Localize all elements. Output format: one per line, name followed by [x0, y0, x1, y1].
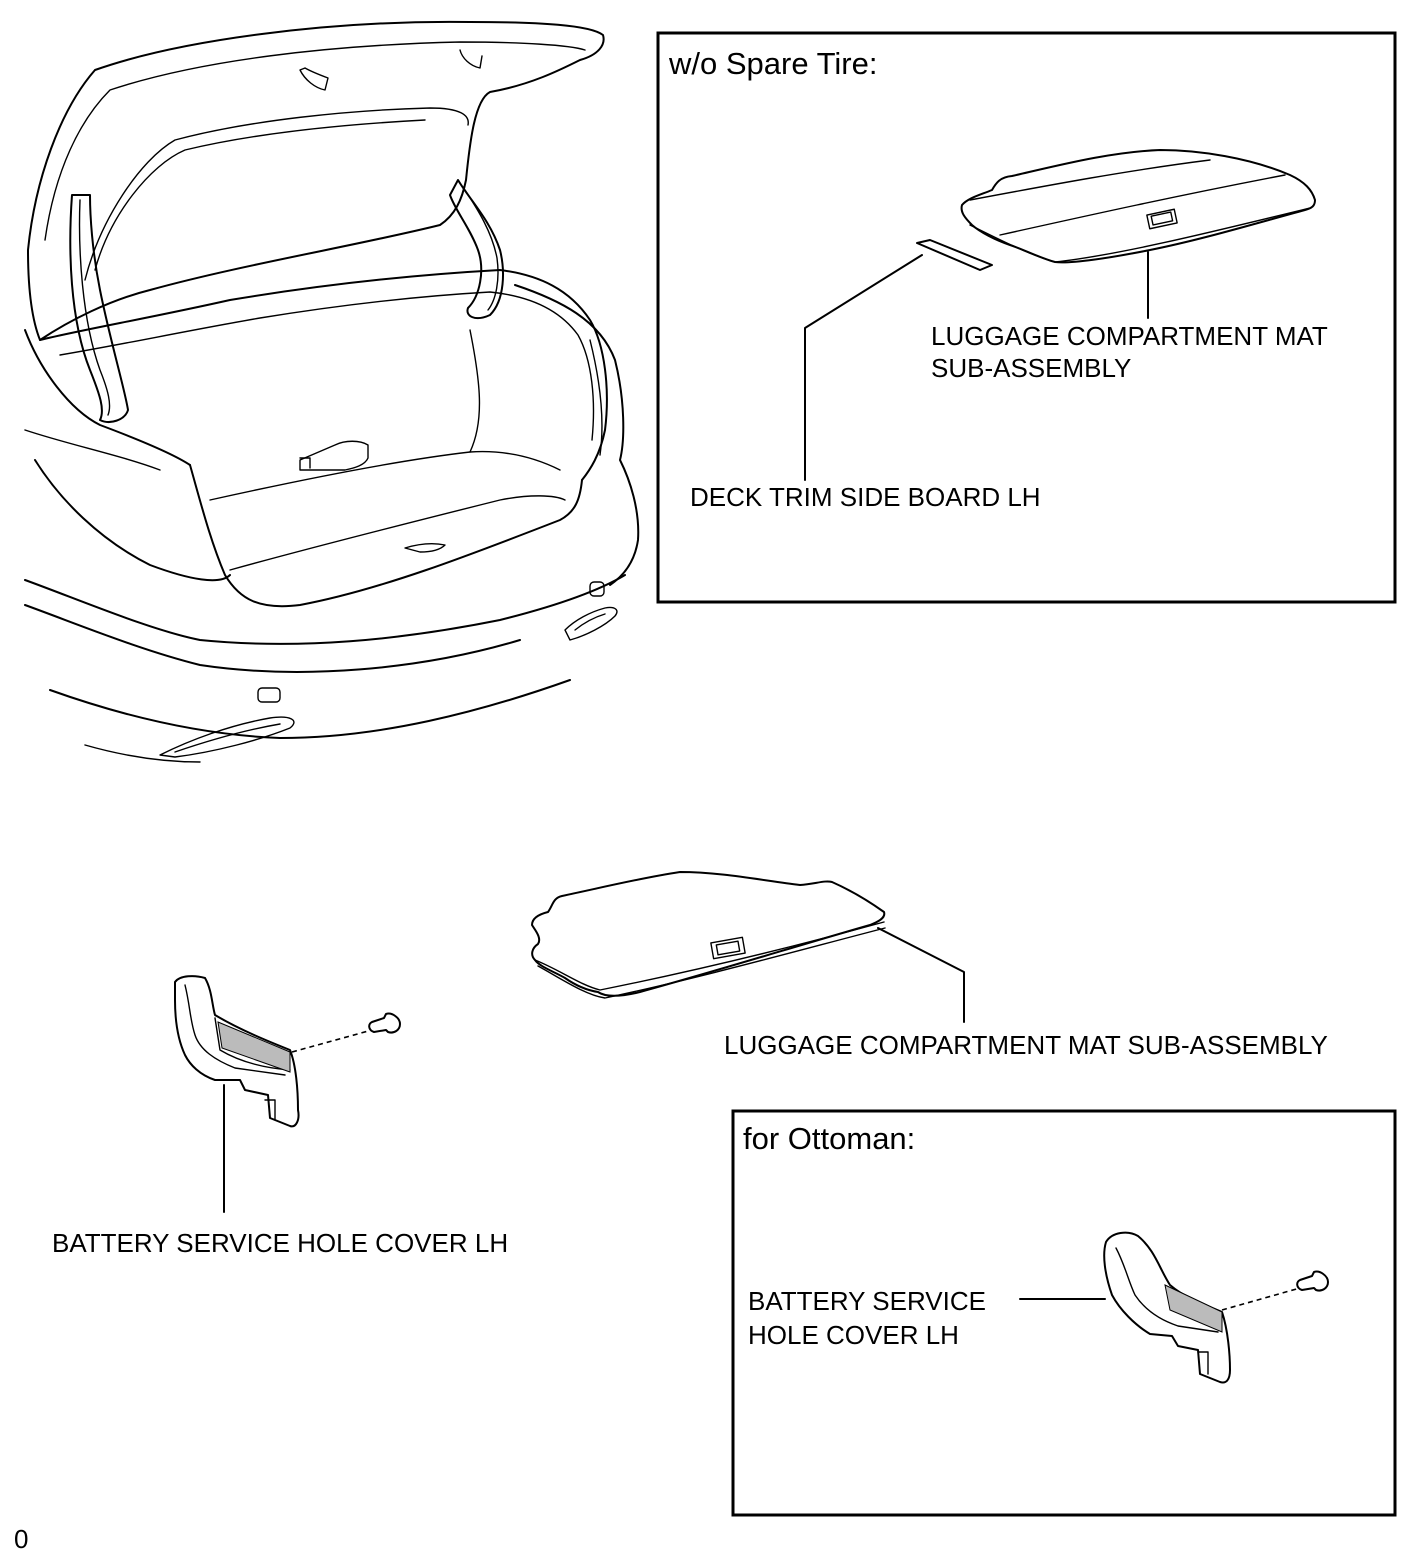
ottoman-cover-label-line2: HOLE COVER LH: [748, 1320, 959, 1350]
battery-cover-part-main: [174, 975, 401, 1213]
ottoman-cover-label-line1: BATTERY SERVICE: [748, 1286, 986, 1316]
battery-cover-part-ottoman: [1103, 1231, 1329, 1384]
figure-code: 0: [14, 1524, 28, 1554]
luggage-mat-part-small: [960, 149, 1316, 264]
mat-label-line1: LUGGAGE COMPARTMENT MAT: [931, 321, 1328, 351]
panel-for-ottoman: for Ottoman: BATTERY SERVICE HOLE COVER …: [731, 1109, 1397, 1517]
panel-without-spare-tire: w/o Spare Tire: LUGGAGE COMPARTMENT MAT …: [656, 31, 1397, 604]
deck-side-board-part: [916, 239, 993, 271]
main-cover-label: BATTERY SERVICE HOLE COVER LH: [52, 1228, 508, 1258]
main-mat-leader-line: [877, 927, 965, 1023]
side-board-label: DECK TRIM SIDE BOARD LH: [690, 482, 1041, 512]
car-rear-illustration: [24, 20, 640, 763]
panel-title: for Ottoman:: [743, 1121, 915, 1156]
panel-title: w/o Spare Tire:: [668, 46, 877, 81]
main-mat-label: LUGGAGE COMPARTMENT MAT SUB-ASSEMBLY: [724, 1030, 1328, 1060]
panel-frame: [731, 1109, 1397, 1517]
mat-label-line2: SUB-ASSEMBLY: [931, 353, 1131, 383]
luggage-mat-part-main: [531, 871, 965, 1023]
panel-frame: [656, 31, 1397, 604]
side-board-leader-line: [804, 254, 923, 481]
